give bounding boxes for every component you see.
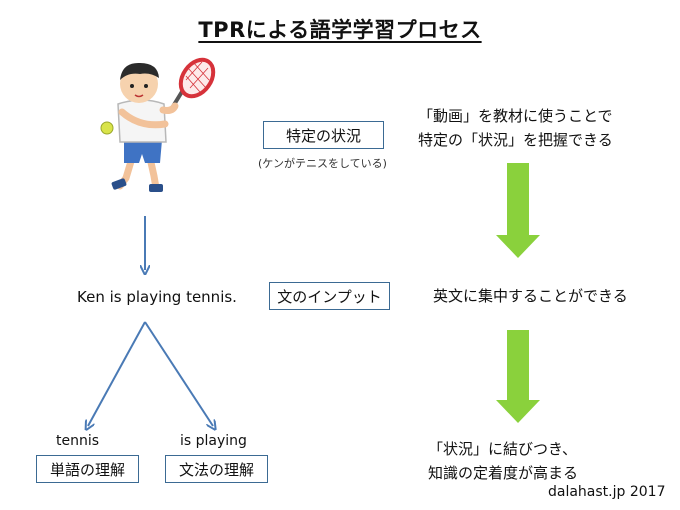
situation-box-label: 特定の状況 <box>285 126 361 145</box>
phrase-label: is playing <box>180 433 247 449</box>
situation-box: 特定の状況 <box>263 121 384 149</box>
example-sentence: Ken is playing tennis. <box>77 288 237 306</box>
step2-text: 英文に集中することができる <box>433 287 628 305</box>
step3-line2: 知識の定着度が高まる <box>428 464 579 482</box>
green-down-arrow-icon <box>496 163 540 258</box>
input-box: 文のインプット <box>269 282 390 310</box>
input-box-label: 文のインプット <box>277 287 382 306</box>
situation-note: (ケンがテニスをしている) <box>258 157 387 170</box>
grammar-box-label: 文法の理解 <box>178 460 254 479</box>
step1-text: 「動画」を教材に使うことで 特定の「状況」を把握できる <box>418 104 613 152</box>
credit-text: dalahast.jp 2017 <box>548 484 666 500</box>
branch-right-arrow-icon <box>144 321 213 426</box>
step3-line1: 「状況」に結びつき、 <box>428 440 577 458</box>
green-down-arrow-icon <box>496 330 540 423</box>
word-box-label: 単語の理解 <box>49 460 125 479</box>
step1-line2: 特定の「状況」を把握できる <box>418 131 613 149</box>
tennis-racket-icon <box>170 57 216 110</box>
word-understanding-box: 単語の理解 <box>36 455 139 483</box>
step1-line1: 「動画」を教材に使うことで <box>418 107 613 125</box>
tennis-ball-icon <box>100 121 114 135</box>
grammar-understanding-box: 文法の理解 <box>165 455 268 483</box>
step3-text: 「状況」に結びつき、 知識の定着度が高まる <box>428 437 578 485</box>
branch-left-arrow-icon <box>88 321 146 426</box>
word-label: tennis <box>56 433 100 449</box>
diagram-title: TPRによる語学学習プロセス <box>198 18 482 42</box>
